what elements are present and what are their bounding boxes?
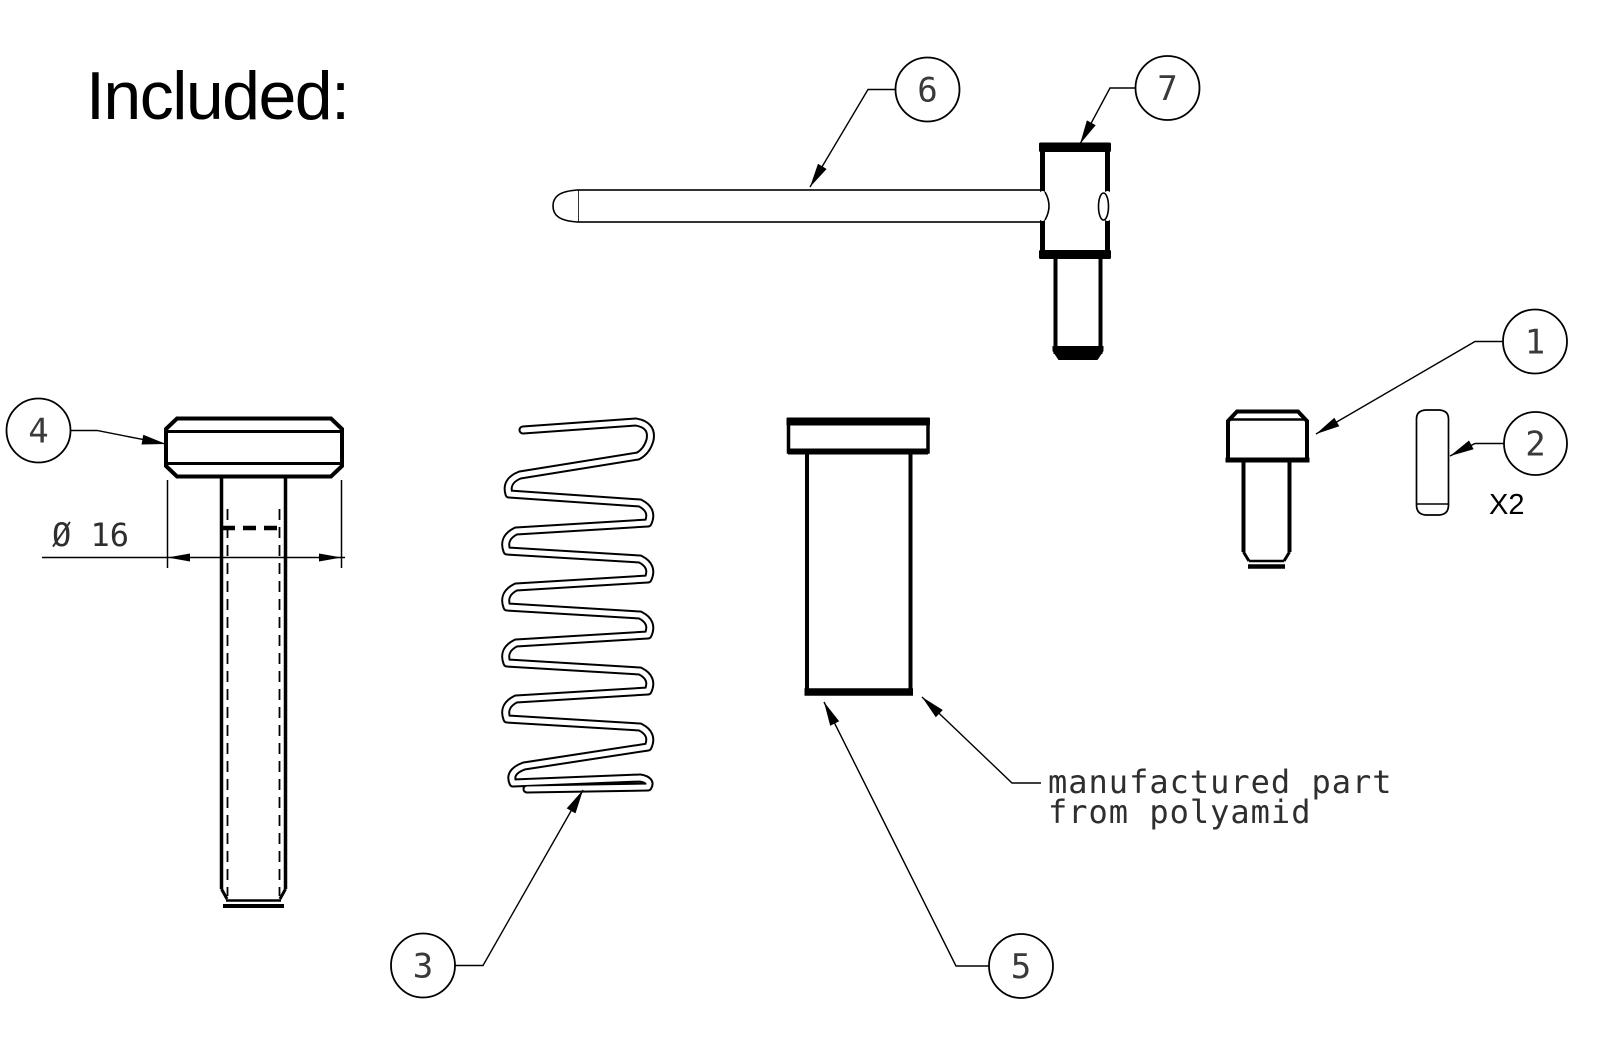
note-text-line2: from polyamid xyxy=(1048,793,1311,831)
screw4-head-knurl-lines xyxy=(167,430,341,465)
balloon-6-leader xyxy=(809,88,896,188)
part-2-dowel-pin: X2 xyxy=(1415,409,1524,521)
screw4-head xyxy=(164,416,344,479)
notch-left-arc xyxy=(1044,191,1050,221)
bushing-body xyxy=(805,450,913,694)
handle-shaft xyxy=(1053,252,1103,354)
balloon-2-arrow xyxy=(1450,440,1474,456)
notch-right-hole xyxy=(1097,192,1110,221)
screw1-shank xyxy=(1241,462,1292,552)
balloon-2: 2 xyxy=(1449,411,1568,476)
handle-block xyxy=(1040,144,1110,257)
part-6-tommy-bar xyxy=(552,189,1044,223)
handle-top-band xyxy=(1039,142,1111,152)
balloon-1-arrow xyxy=(1316,417,1340,434)
dim-diameter-16: Ø 16 xyxy=(42,480,345,568)
spring-coil-outer xyxy=(501,417,655,794)
balloon-1-leader xyxy=(1315,340,1503,435)
balloon-7: 7 xyxy=(1079,55,1201,145)
note-leader-line xyxy=(921,696,1041,784)
screw4-tip-chamfer xyxy=(220,888,287,900)
balloon-1: 1 xyxy=(1315,308,1568,435)
balloon-1-number: 1 xyxy=(1525,323,1545,363)
dim-diameter-label: Ø 16 xyxy=(52,516,129,554)
part-3-spring xyxy=(501,417,655,794)
dim-arrow-right xyxy=(319,553,342,562)
part-5-polyamide-bushing xyxy=(786,417,930,696)
rod-body xyxy=(577,189,1044,223)
pin-quantity-label: X2 xyxy=(1489,489,1524,521)
part-7-handle-body xyxy=(1036,142,1114,360)
balloon-5: 5 xyxy=(823,701,1054,999)
dim-arrow-left xyxy=(167,553,190,562)
balloon-4-arrow xyxy=(141,434,166,445)
balloon-6-circle xyxy=(894,56,961,123)
handle-shaft-tip xyxy=(1052,346,1104,360)
balloon-5-number: 5 xyxy=(1011,947,1031,987)
balloon-2-number: 2 xyxy=(1525,425,1545,465)
screw4-shank-fill xyxy=(221,477,286,903)
bushing-flange-top-band xyxy=(786,417,930,426)
balloon-4: 4 xyxy=(5,397,167,464)
balloon-3-arrow xyxy=(566,790,583,814)
notch-left-cut xyxy=(1036,191,1049,221)
pin-body xyxy=(1415,409,1450,516)
screw4-thread-hidden xyxy=(226,509,281,896)
balloon-2-circle xyxy=(1503,411,1568,476)
note-polyamide: manufactured part from polyamid xyxy=(921,696,1393,831)
page-title: Included: xyxy=(86,58,350,134)
balloon-3-leader xyxy=(455,789,584,967)
balloon-7-arrow xyxy=(1080,120,1096,144)
handle-bottom-band xyxy=(1039,250,1111,259)
balloon-6-arrow xyxy=(810,163,827,187)
balloon-4-circle xyxy=(5,397,72,464)
part-1-socket-screw xyxy=(1225,409,1310,569)
spring-coil-inner xyxy=(503,419,653,792)
balloon-6: 6 xyxy=(809,56,961,188)
balloon-4-number: 4 xyxy=(28,412,48,452)
screw4-shank xyxy=(219,477,288,889)
balloon-3-number: 3 xyxy=(413,947,433,987)
balloon-7-circle xyxy=(1134,55,1201,121)
screw1-shank-fill xyxy=(1243,462,1290,564)
part-4-screw-m16 xyxy=(164,416,344,908)
balloon-3-circle xyxy=(390,932,456,999)
dim-extension-lines xyxy=(166,480,343,568)
rod-end-dome xyxy=(552,189,579,223)
balloon-5-circle xyxy=(988,933,1054,999)
note-leader-arrow xyxy=(922,697,943,718)
screw1-tip-chamfer xyxy=(1242,551,1291,562)
balloon-7-leader xyxy=(1079,87,1136,145)
balloon-3: 3 xyxy=(390,789,584,999)
balloon-1-circle xyxy=(1502,308,1568,375)
note-text-line1: manufactured part xyxy=(1048,763,1393,801)
balloon-6-number: 6 xyxy=(917,71,937,111)
balloon-7-number: 7 xyxy=(1157,69,1177,109)
balloon-5-leader xyxy=(823,701,989,967)
balloon-5-arrow xyxy=(824,702,840,726)
